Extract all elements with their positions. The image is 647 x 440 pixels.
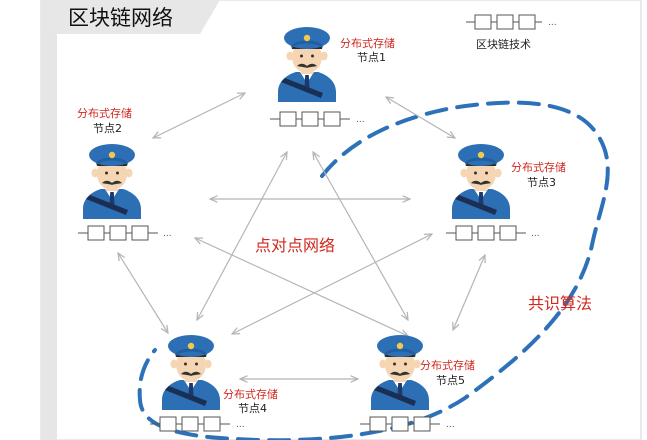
legend-block [474,14,492,30]
chain-block [131,225,149,241]
node-5-storage-label: 分布式存储 [420,358,475,372]
chain-block [203,416,221,432]
node-3-label: 节点3 [527,176,556,189]
legend-block [518,14,536,30]
link-1-3 [386,97,455,138]
legend-block [496,14,514,30]
node-3-storage-label: 分布式存储 [511,160,566,174]
node-4-chain: ... [150,416,245,432]
header-band [41,0,220,34]
consensus-label: 共识算法 [528,294,592,313]
node-1-chain: ... [270,111,365,127]
consensus-loop [137,100,610,440]
node-2: 分布式存储 节点2 ... [77,106,172,241]
chain-block [369,416,387,432]
chain-dots: ... [163,229,172,239]
node-1-storage-label: 分布式存储 [340,36,395,50]
page-frame [40,0,642,440]
node-3: 分布式存储 节点3 ... [446,144,566,241]
node-3-chain: ... [446,225,540,241]
node-4: 分布式存储 节点4 ... [150,335,278,432]
chain-block [323,111,341,127]
chain-block [499,225,517,241]
node-4-label: 节点4 [238,402,267,415]
chain-dots: ... [446,420,455,430]
chain-block [477,225,495,241]
node-3-avatar [452,144,510,219]
chain-block [455,225,473,241]
chain-block [413,416,431,432]
chain-block [109,225,127,241]
chain-block [181,416,199,432]
node-4-storage-label: 分布式存储 [223,387,278,401]
node-5-avatar [371,335,429,410]
node-2-chain: ... [78,225,172,241]
link-3-4 [232,234,432,334]
chain-block [159,416,177,432]
chain-block [279,111,297,127]
legend: ... 区块链技术 [466,14,557,51]
legend-dots: ... [548,18,557,28]
node-1-avatar [278,27,336,102]
node-2-storage-label: 分布式存储 [77,106,132,120]
chain-block [301,111,319,127]
chain-dots: ... [531,229,540,239]
link-1-2 [153,93,245,138]
link-2-4 [118,253,168,333]
node-5-label: 节点5 [436,374,465,387]
p2p-network-label: 点对点网络 [255,236,335,255]
chain-block [391,416,409,432]
node-5: 分布式存储 节点5 ... [360,335,475,432]
link-3-5 [453,255,485,330]
chain-block [87,225,105,241]
page-title: 区块链网络 [68,6,173,30]
legend-label: 区块链技术 [476,37,531,51]
node-5-chain: ... [360,416,455,432]
chain-dots: ... [356,115,365,125]
network-connections [118,93,485,379]
node-1-label: 节点1 [357,51,386,64]
left-gutter [41,0,57,440]
node-1: 分布式存储 节点1 ... [270,27,395,127]
chain-dots: ... [236,420,245,430]
node-4-avatar [162,335,220,410]
node-2-label: 节点2 [93,122,122,135]
node-2-avatar [83,144,141,219]
